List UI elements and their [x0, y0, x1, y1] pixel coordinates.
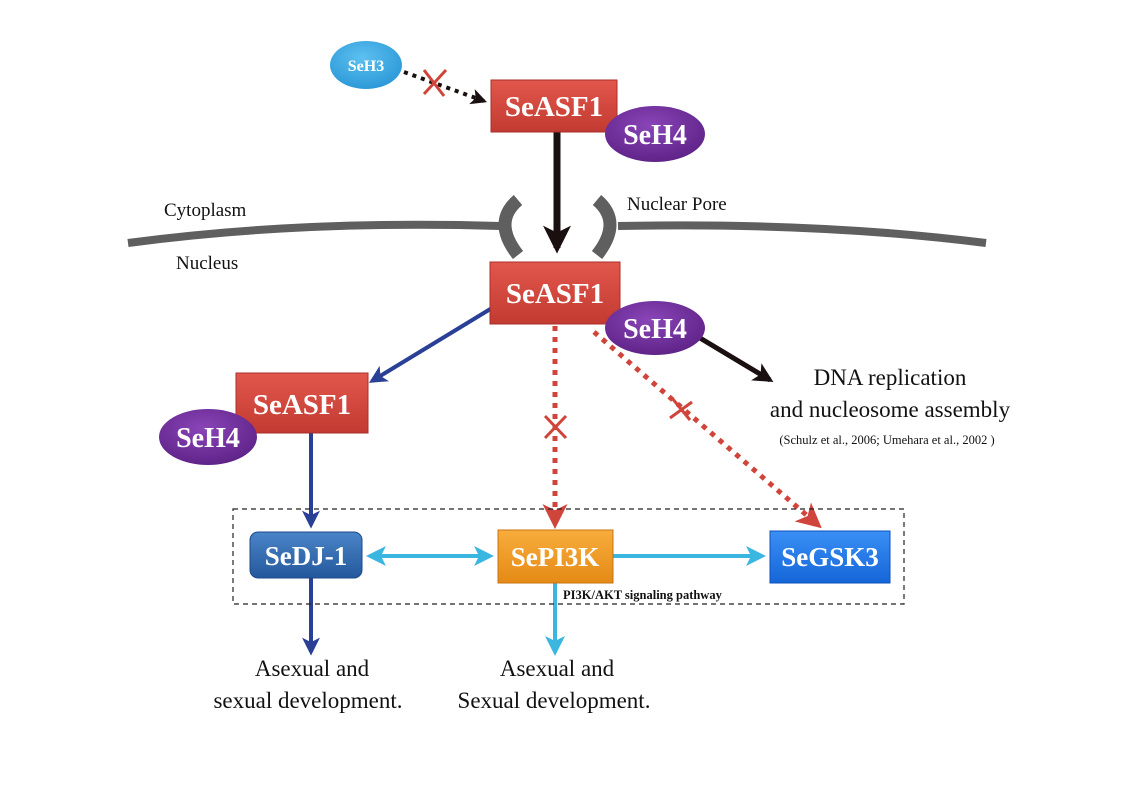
citation: (Schulz et al., 2006; Umehara et al., 20…	[779, 433, 994, 447]
arrow-seasf1-to-segsk3	[592, 330, 822, 529]
nuclear-membrane	[127, 195, 987, 260]
node-seasf1-cytoplasm: SeASF1	[490, 79, 618, 133]
dna-replication-line2: and nucleosome assembly	[770, 397, 1011, 422]
nuclear-pore-right	[591, 195, 617, 260]
node-seh4-nucleus: SeH4	[605, 301, 705, 355]
seh3-label: SeH3	[348, 58, 384, 75]
nucleus-label: Nucleus	[176, 253, 238, 274]
membrane-left	[127, 220, 501, 247]
block-mark-segsk3	[669, 397, 693, 421]
node-seh4-cytoplasm: SeH4	[605, 106, 705, 162]
seh4-left-label: SeH4	[176, 423, 240, 454]
sedj1-label: SeDJ-1	[265, 541, 348, 571]
block-mark-sepi3k	[543, 414, 568, 440]
pathway-label: PI3K/AKT signaling pathway	[563, 588, 723, 602]
node-seh4-left: SeH4	[159, 409, 257, 465]
arrow-seasf1-to-seasf1-left	[368, 306, 494, 383]
seasf1-top-label: SeASF1	[505, 91, 603, 123]
node-sedj1: SeDJ-1	[249, 531, 363, 579]
seasf1-left-label: SeASF1	[253, 389, 351, 421]
sedj1-outcome-line2: sexual development.	[213, 688, 402, 713]
block-mark-seh3	[422, 68, 448, 97]
node-sepi3k: SePI3K	[497, 529, 614, 584]
sepi3k-outcome-line1: Asexual and	[500, 656, 615, 681]
node-segsk3: SeGSK3	[769, 530, 891, 584]
cytoplasm-label: Cytoplasm	[164, 200, 247, 221]
seh4-nucleus-label: SeH4	[623, 314, 687, 345]
arrow-seh4-to-dna-replication	[698, 335, 774, 383]
nuclear-pore-label: Nuclear Pore	[627, 194, 727, 215]
dna-replication-line1: DNA replication	[814, 365, 967, 390]
sepi3k-outcome-line2: Sexual development.	[458, 688, 651, 713]
pi3k-akt-pathway-group	[232, 508, 905, 605]
node-seasf1-left: SeASF1	[235, 372, 369, 434]
node-seh3: SeH3	[330, 41, 402, 89]
sepi3k-label: SePI3K	[511, 542, 600, 572]
sedj1-outcome-line1: Asexual and	[255, 656, 370, 681]
arrow-seh3-to-seasf1	[403, 70, 488, 105]
nuclear-pore-left	[498, 195, 524, 260]
node-seasf1-nucleus: SeASF1	[489, 261, 621, 325]
seasf1-nucleus-label: SeASF1	[506, 278, 604, 310]
membrane-right	[617, 221, 987, 247]
seh4-top-label: SeH4	[623, 120, 687, 151]
segsk3-label: SeGSK3	[781, 542, 879, 572]
